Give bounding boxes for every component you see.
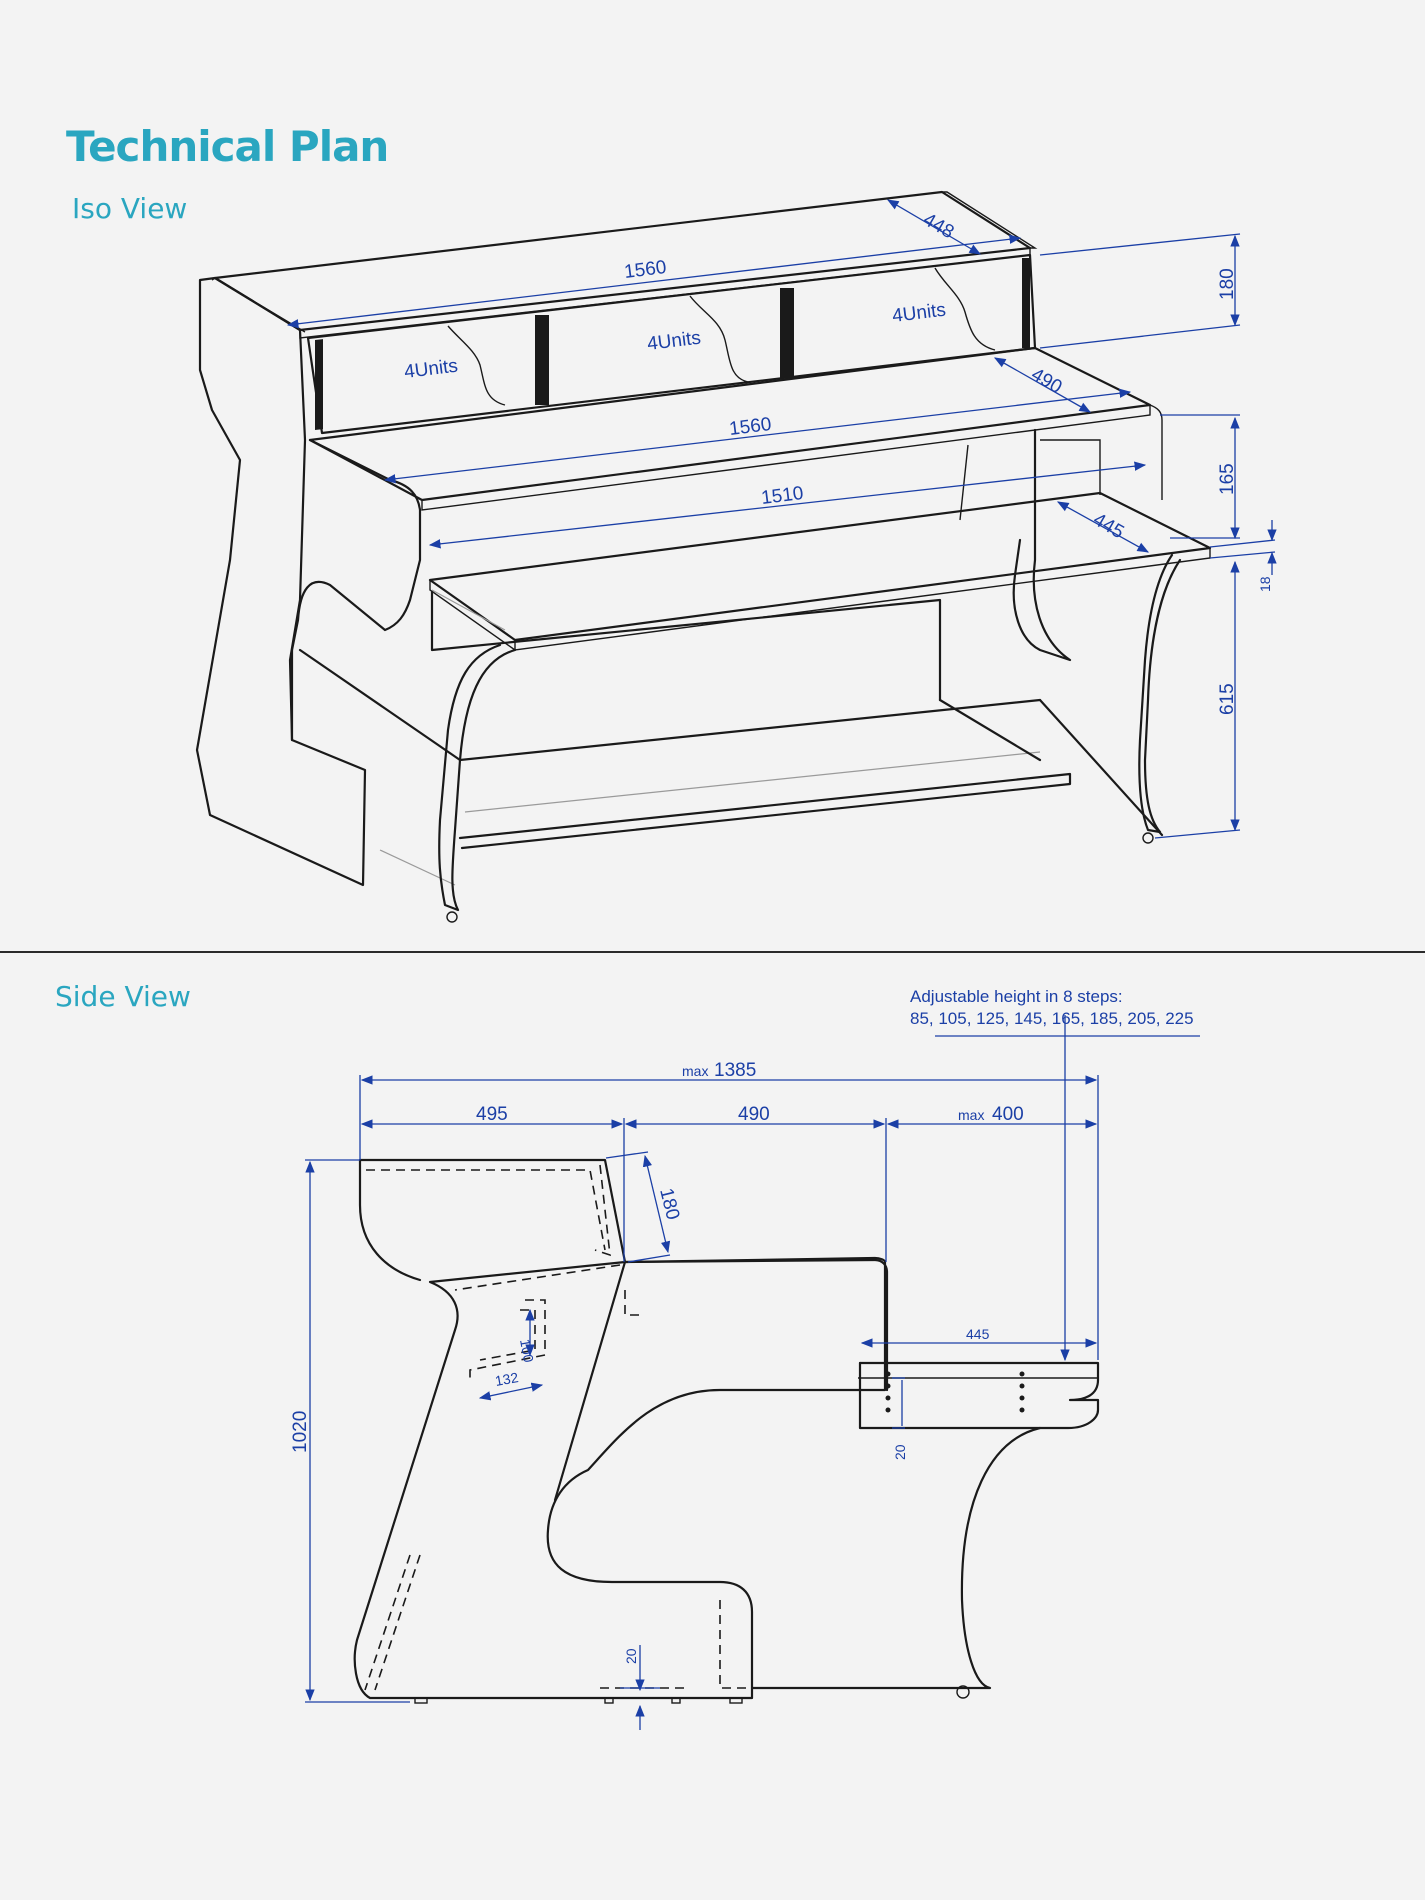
height-note: Adjustable height in 8 steps: 85, 105, 1… — [910, 986, 1194, 1030]
iso-dim-leg-height: 615 — [1217, 683, 1238, 715]
side-desk-drawing — [353, 1158, 1100, 1704]
height-note-line2: 85, 105, 125, 145, 165, 185, 205, 225 — [910, 1009, 1194, 1028]
iso-dim-top-width: 1560 — [623, 257, 668, 283]
iso-front-left-leg — [438, 643, 517, 912]
side-dim-20a: 20 — [892, 1444, 908, 1460]
page-title: Technical Plan — [66, 122, 389, 171]
iso-dimensions: 1560 448 180 1560 490 165 1510 445 18 61… — [286, 199, 1277, 839]
side-desk-slab — [623, 1258, 889, 1392]
iso-dim-desk-depth: 490 — [1028, 364, 1066, 398]
iso-dim-tray-thickness: 18 — [1257, 576, 1273, 592]
side-dim-max400: 400 — [992, 1104, 1024, 1125]
side-keyboard-tray — [750, 1361, 1100, 1690]
section-divider — [0, 951, 1425, 953]
iso-dim-tray-width: 1510 — [760, 483, 805, 509]
side-dim-20b: 20 — [623, 1648, 639, 1664]
side-caster — [956, 1685, 970, 1699]
iso-left-desk-leg — [290, 438, 422, 652]
iso-left-side-panel — [195, 276, 367, 887]
side-dim-490: 490 — [738, 1104, 770, 1125]
side-view-label: Side View — [55, 980, 191, 1013]
iso-dim-top-height: 180 — [1217, 268, 1238, 300]
iso-right-side-panel — [1012, 428, 1072, 662]
side-dimensions: max 1385 495 490 max 400 1020 180 100 13… — [290, 1015, 1200, 1730]
side-dim-overall: 1385 — [714, 1060, 756, 1081]
height-note-line1: Adjustable height in 8 steps: — [910, 987, 1123, 1006]
iso-dim-desk-height: 165 — [1217, 463, 1238, 495]
side-left-panel — [353, 1158, 887, 1700]
side-dim-100: 100 — [517, 1338, 537, 1364]
iso-rack-label-3: 4Units — [891, 300, 947, 327]
side-dim-max-prefix-1: max — [682, 1063, 708, 1079]
side-dim-445: 445 — [966, 1326, 990, 1342]
iso-keyboard-tray — [428, 491, 1212, 642]
iso-dim-desk-width: 1560 — [728, 414, 773, 440]
side-dim-max-prefix-2: max — [958, 1107, 984, 1123]
side-dim-1020: 1020 — [290, 1411, 311, 1453]
iso-desk-drawing: 4Units 4Units 4Units — [195, 190, 1212, 923]
iso-view-label: Iso View — [72, 192, 188, 225]
iso-floor-rail — [458, 772, 1072, 850]
iso-rack-label-2: 4Units — [646, 328, 702, 355]
iso-rack-label-1: 4Units — [403, 356, 459, 383]
side-dim-132: 132 — [494, 1369, 520, 1389]
side-dim-495: 495 — [476, 1104, 508, 1125]
iso-front-right-leg — [1138, 553, 1182, 834]
